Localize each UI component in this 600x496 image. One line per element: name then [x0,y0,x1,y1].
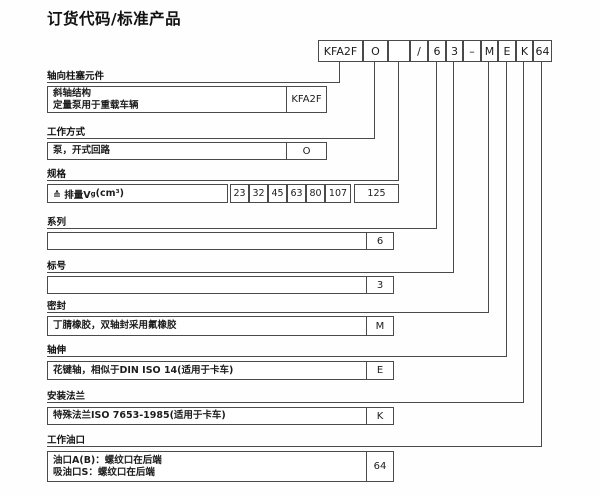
section-code-series: 6 [366,233,393,249]
desc-line-2: 吸油口S：螺纹口在后端 [53,466,155,478]
code-cell-ports: 64 [533,40,552,62]
section-code-ports: 64 [366,452,393,481]
code-cell-index: 3 [446,40,463,62]
size-label-pre: ≙ 排量V [53,189,91,201]
code-cell-operation: O [363,40,388,62]
section-label-seal: 密封 [47,301,67,312]
section-code-shaft: E [366,362,393,379]
size-label-post: (cm³) [95,188,125,199]
section-desc-pump-type: 斜轴结构 定量泵用于重载车辆 [48,87,286,112]
section-label-flange: 安装法兰 [47,391,86,402]
desc-line-2: 定量泵用于重载车辆 [53,99,139,111]
size-cell-125: 125 [354,184,399,203]
code-cell-size-blank [388,40,410,62]
code-cell-series: 6 [428,40,446,62]
code-cell-seal: M [481,40,498,62]
section-box-ports: 油口A(B)：螺纹口在后端 吸油口S：螺纹口在后端 64 [47,451,394,482]
section-label-series: 系列 [47,217,67,228]
section-box-operation: 泵，开式回路 O [47,142,327,160]
size-cell-80: 80 [306,184,325,203]
size-cell-23: 23 [230,184,249,203]
ordering-code-row: KFA2F O / 6 3 – M E K 64 [318,40,552,62]
section-box-pump-type: 斜轴结构 定量泵用于重载车辆 KFA2F [47,86,327,113]
section-desc-seal: 丁腈橡胶，双轴封采用氟橡胶 [53,320,177,331]
size-cell-32: 32 [249,184,268,203]
section-desc-operation: 泵，开式回路 [53,145,111,156]
section-label-index: 标号 [47,261,67,272]
section-box-flange: 特殊法兰ISO 7653-1985(适用于卡车) K [47,407,394,425]
section-label-size: 规格 [47,169,67,180]
section-box-series: 6 [47,232,394,250]
size-cell-63: 63 [287,184,306,203]
section-box-index: 3 [47,276,394,294]
size-cells: 23 32 45 63 80 107 [230,184,351,203]
size-cell-107: 107 [325,184,351,203]
code-cell-flange: K [516,40,533,62]
section-desc-flange: 特殊法兰ISO 7653-1985(适用于卡车) [53,410,226,421]
section-box-shaft: 花键轴，相似于DIN ISO 14(适用于卡车) E [47,361,394,380]
page-title: 订货代码/标准产品 [47,10,182,28]
size-cell-45: 45 [268,184,287,203]
code-cell-pump-type: KFA2F [318,40,363,62]
code-cell-shaft: E [498,40,516,62]
section-label-operation: 工作方式 [47,127,86,138]
section-desc-ports: 油口A(B)：螺纹口在后端 吸油口S：螺纹口在后端 [48,452,366,481]
section-box-seal: 丁腈橡胶，双轴封采用氟橡胶 M [47,316,394,336]
section-label-pump-type: 轴向柱塞元件 [47,71,105,82]
section-desc-shaft: 花键轴，相似于DIN ISO 14(适用于卡车) [53,364,234,376]
section-label-shaft: 轴伸 [47,345,67,356]
section-code-pump-type: KFA2F [286,87,326,112]
section-code-index: 3 [366,277,393,293]
section-code-operation: O [286,143,326,159]
code-cell-dash: – [463,40,481,62]
code-cell-slash: / [410,40,428,62]
section-desc-index [48,277,366,293]
section-code-flange: K [366,408,393,424]
section-code-seal: M [366,317,393,335]
connector-ports [47,62,542,447]
section-label-ports: 工作油口 [47,435,86,446]
section-desc-series [48,233,366,249]
desc-line-1: 油口A(B)：螺纹口在后端 [53,454,162,466]
desc-line-1: 斜轴结构 [53,87,92,99]
